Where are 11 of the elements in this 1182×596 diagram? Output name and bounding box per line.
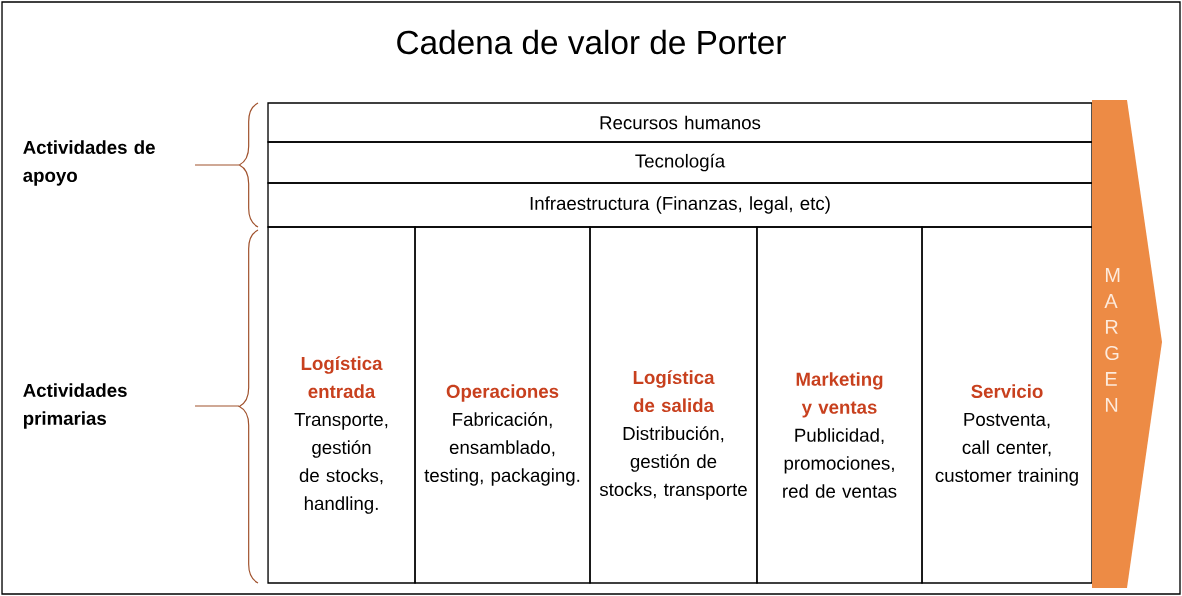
- support-band: Recursos humanos: [267, 102, 1093, 143]
- support-band: Infraestructura (Finanzas, legal, etc): [267, 182, 1093, 228]
- title: Cadena de valor de Porter: [397, 29, 786, 55]
- activity-column: Logística de salida Distribución, gestión de stocks, transporte: [589, 226, 758, 584]
- activity-column: Operaciones Fabricación, ensamblado, testing, packaging.: [414, 226, 591, 584]
- activity-column: Logística entrada Transporte, gestión de stocks, handling.: [267, 226, 416, 584]
- activity-column: Marketing y ventas Publicidad, promociones, red de ventas: [756, 226, 923, 584]
- activity-column: Servicio Postventa, call center, customer training: [921, 226, 1093, 584]
- group-label: Actividades primarias: [23, 383, 127, 429]
- group-label: Actividades de apoyo: [23, 140, 155, 186]
- support-band: Tecnología: [267, 141, 1093, 184]
